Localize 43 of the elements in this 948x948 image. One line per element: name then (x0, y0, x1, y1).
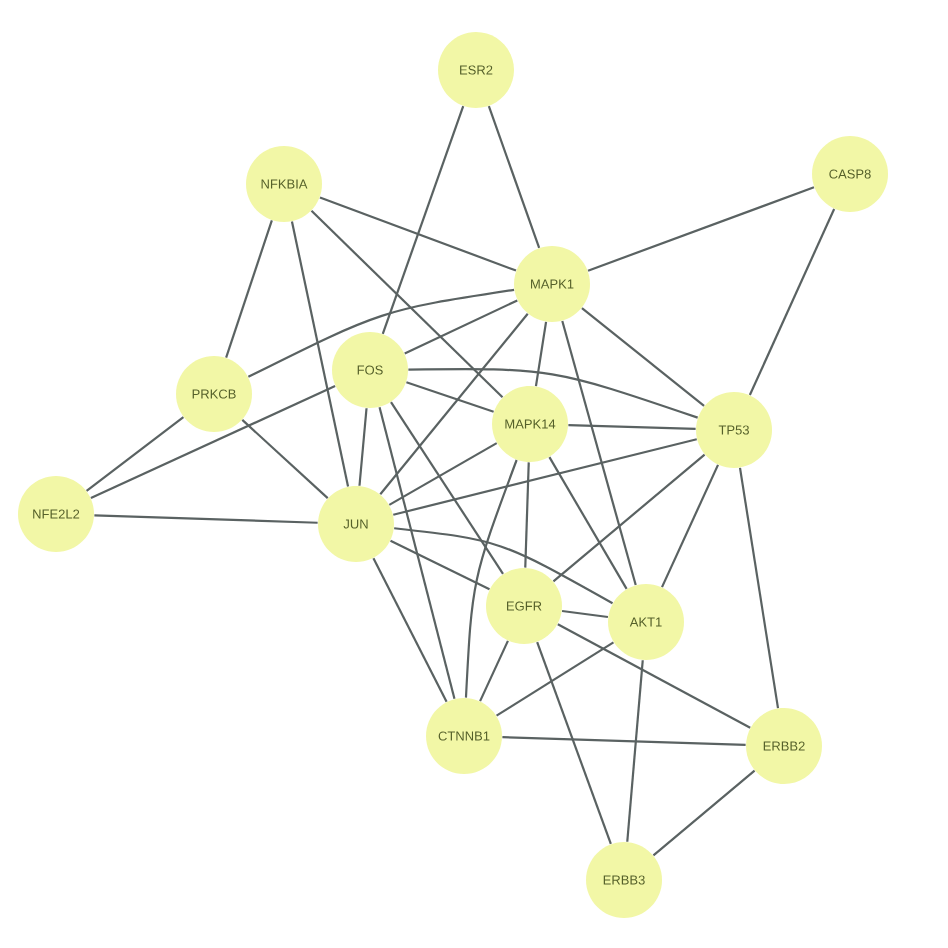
edge-line (464, 459, 518, 698)
edge-line (524, 462, 530, 568)
edge-line (85, 416, 185, 492)
edge-line (652, 769, 756, 857)
edge-line (225, 220, 273, 358)
edge-line (358, 408, 368, 486)
edge-line (406, 381, 494, 413)
edge-line (381, 105, 465, 335)
edge-line (561, 320, 637, 586)
edge-line (552, 453, 706, 583)
edge-line (548, 456, 628, 590)
edge-line (534, 321, 548, 387)
edge-line (587, 186, 815, 272)
edge-line (247, 288, 515, 378)
edge-line (626, 660, 644, 842)
edge-line (394, 527, 614, 605)
edge-line (661, 464, 719, 588)
edge-line (379, 313, 529, 495)
edge-line (393, 438, 697, 516)
edge-line (568, 424, 696, 430)
edge-line (404, 299, 518, 355)
edge-line (561, 609, 609, 619)
edge-line (390, 401, 504, 575)
edge-line (536, 641, 612, 845)
edge-line (319, 196, 517, 272)
edge-line (495, 641, 615, 717)
edge-line (479, 640, 509, 702)
edge-line (408, 368, 698, 419)
edge-line (310, 210, 504, 398)
edge-line (738, 467, 780, 709)
edge-line (90, 385, 336, 499)
edge-line (388, 442, 498, 506)
edge-line (241, 419, 329, 499)
edge-line (557, 623, 751, 729)
edge-line (94, 514, 318, 524)
edge-line (487, 105, 541, 249)
edge-line (372, 557, 448, 703)
edge-line (581, 307, 705, 407)
edge-line (378, 406, 456, 700)
edge-line (748, 208, 836, 396)
edge-line (390, 539, 490, 591)
edge-line (502, 736, 746, 746)
edge-line (290, 221, 350, 487)
